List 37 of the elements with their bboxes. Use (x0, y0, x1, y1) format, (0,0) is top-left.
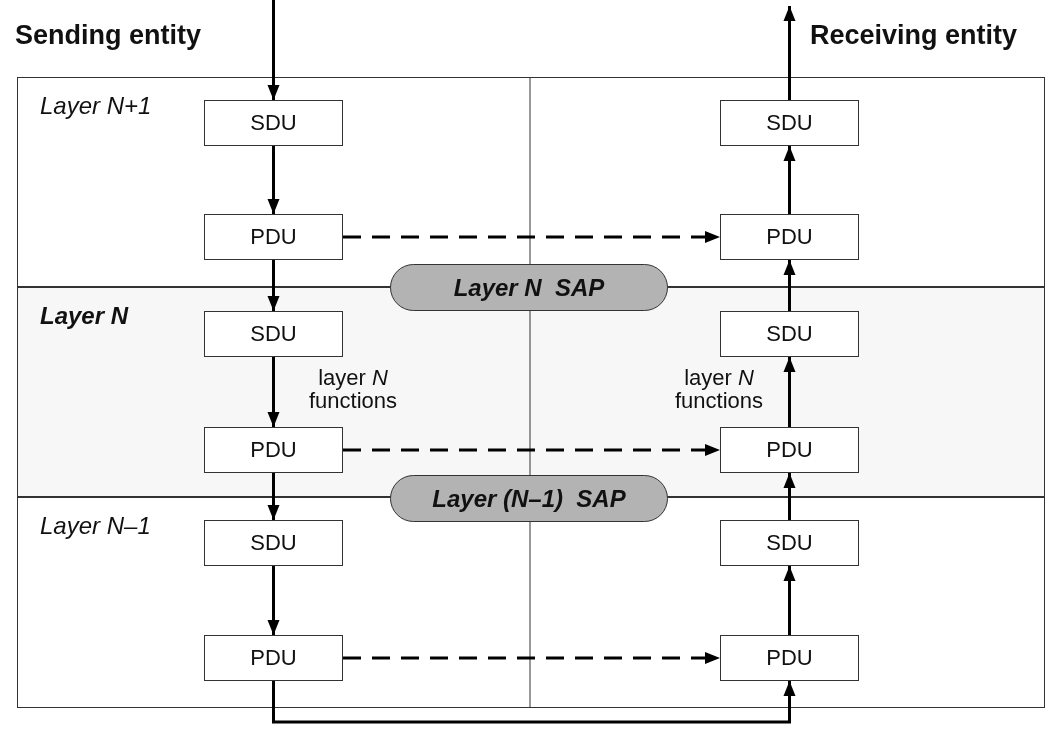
arrow (783, 473, 796, 520)
arrow (783, 6, 796, 100)
arrow (267, 357, 280, 427)
data-unit-box: PDU (720, 214, 859, 260)
data-unit-box: PDU (204, 214, 343, 260)
data-unit-box: PDU (204, 427, 343, 473)
data-unit-box: PDU (204, 635, 343, 681)
dashed-arrow (343, 231, 720, 243)
arrow (267, 566, 280, 635)
arrow (783, 260, 796, 311)
arrow (783, 357, 796, 427)
sap-pill: Layer (N–1) SAP (390, 475, 668, 522)
arrow (267, 0, 280, 100)
data-unit-box: PDU (720, 427, 859, 473)
layer-label: Layer N–1 (40, 512, 151, 540)
data-unit-box: SDU (204, 311, 343, 357)
arrow (267, 260, 280, 311)
entity-heading: Sending entity (15, 20, 201, 51)
data-unit-box: PDU (720, 635, 859, 681)
arrow (267, 146, 280, 214)
arrow (783, 146, 796, 214)
layer-label: Layer N (40, 302, 129, 330)
arrow (267, 473, 280, 520)
arrow (272, 681, 796, 724)
data-unit-box: SDU (720, 100, 859, 146)
function-note: layer N functions (307, 366, 399, 413)
layer-label: Layer N+1 (40, 92, 152, 120)
data-unit-box: SDU (720, 311, 859, 357)
data-unit-box: SDU (204, 520, 343, 566)
function-note: layer N functions (673, 366, 765, 413)
arrow (783, 566, 796, 635)
dashed-arrow (343, 444, 720, 456)
entity-heading: Receiving entity (810, 20, 1018, 51)
dashed-arrow (343, 652, 720, 664)
data-unit-box: SDU (204, 100, 343, 146)
sap-pill: Layer N SAP (390, 264, 668, 311)
data-unit-box: SDU (720, 520, 859, 566)
